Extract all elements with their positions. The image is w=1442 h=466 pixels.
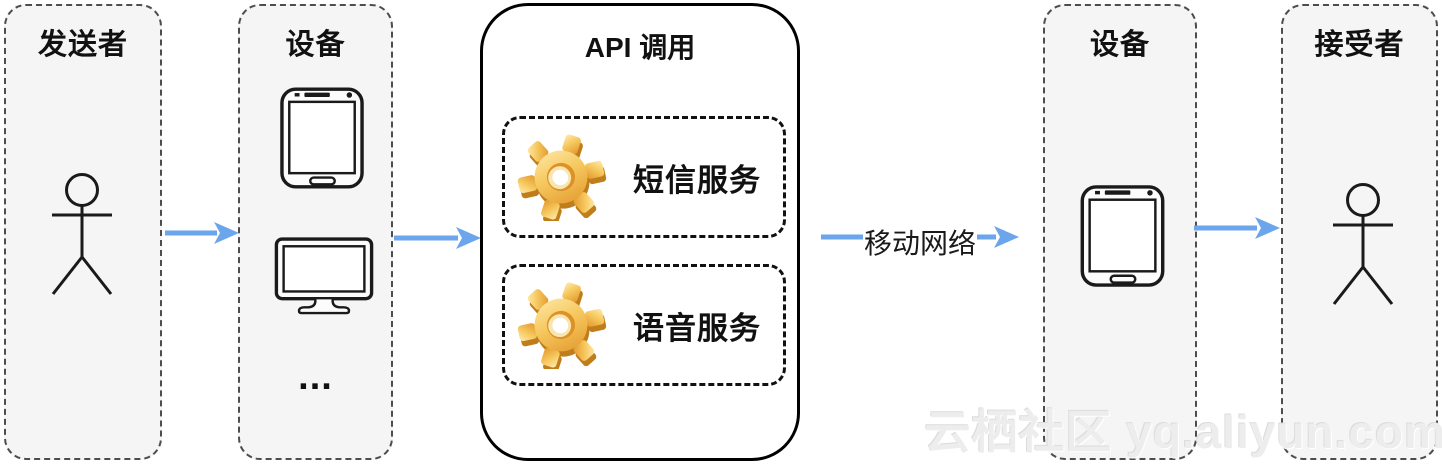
arrow-api-to-device-icon xyxy=(977,226,1019,248)
voice-service-box: 语音服务 xyxy=(502,264,786,386)
receiver-box-title: 接受者 xyxy=(1314,29,1405,61)
watermark: 云栖社区 yq.aliyun.com xyxy=(924,406,1442,458)
sms-service-box: 短信服务 xyxy=(502,116,786,238)
device-left-box-title: 设备 xyxy=(285,29,346,61)
receiver-box: 接受者 xyxy=(1281,4,1438,460)
arrow-device-to-api-icon xyxy=(394,227,481,249)
device-left-box: 设备 ... xyxy=(238,4,393,460)
api-call-box-title: API 调用 xyxy=(584,32,696,63)
smartphone-icon xyxy=(280,87,364,189)
sender-box-title: 发送者 xyxy=(37,29,128,61)
sms-service-label: 短信服务 xyxy=(633,162,761,198)
more-devices-ellipsis: ... xyxy=(298,356,333,398)
api-call-box: API 调用 xyxy=(480,3,800,461)
network-line-left-icon xyxy=(821,234,863,240)
gear-icon xyxy=(517,282,607,369)
sender-box: 发送者 xyxy=(4,4,162,460)
device-right-box: 设备 xyxy=(1043,4,1197,460)
voice-service-label: 语音服务 xyxy=(633,310,761,346)
gear-icon xyxy=(517,134,607,221)
mobile-network-label: 移动网络 xyxy=(863,228,976,259)
device-right-box-title: 设备 xyxy=(1089,29,1150,61)
person-icon xyxy=(1332,183,1394,305)
person-icon xyxy=(51,173,113,295)
smartphone-icon xyxy=(1080,185,1165,287)
monitor-icon xyxy=(274,237,374,315)
arrow-device-to-receiver-icon xyxy=(1194,217,1280,239)
arrow-sender-to-device-icon xyxy=(165,222,239,244)
